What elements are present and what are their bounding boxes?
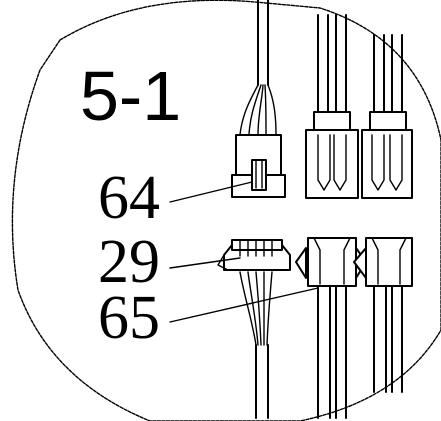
leader-line-29 [169, 257, 241, 269]
left-wire-bundle-bottom [239, 271, 273, 419]
connector-29 [217, 239, 291, 271]
right-wires-bottom [373, 285, 403, 393]
callout-64: 64 [98, 164, 160, 232]
leader-line-65 [169, 287, 319, 323]
right-wires-top [373, 34, 403, 113]
step-label: 5-1 [80, 57, 181, 135]
callout-65: 65 [98, 284, 160, 352]
middle-wires-top [317, 14, 347, 113]
callout-29: 29 [98, 228, 160, 296]
right-connector-top [361, 111, 413, 199]
left-wire-bundle-top [239, 0, 277, 136]
middle-connector-top [305, 111, 359, 199]
leader-line-64 [169, 181, 253, 203]
middle-wires-bottom [317, 285, 347, 419]
detail-circle-border [11, 0, 441, 421]
right-connector-bottom [353, 237, 413, 287]
connector-64 [231, 134, 286, 198]
